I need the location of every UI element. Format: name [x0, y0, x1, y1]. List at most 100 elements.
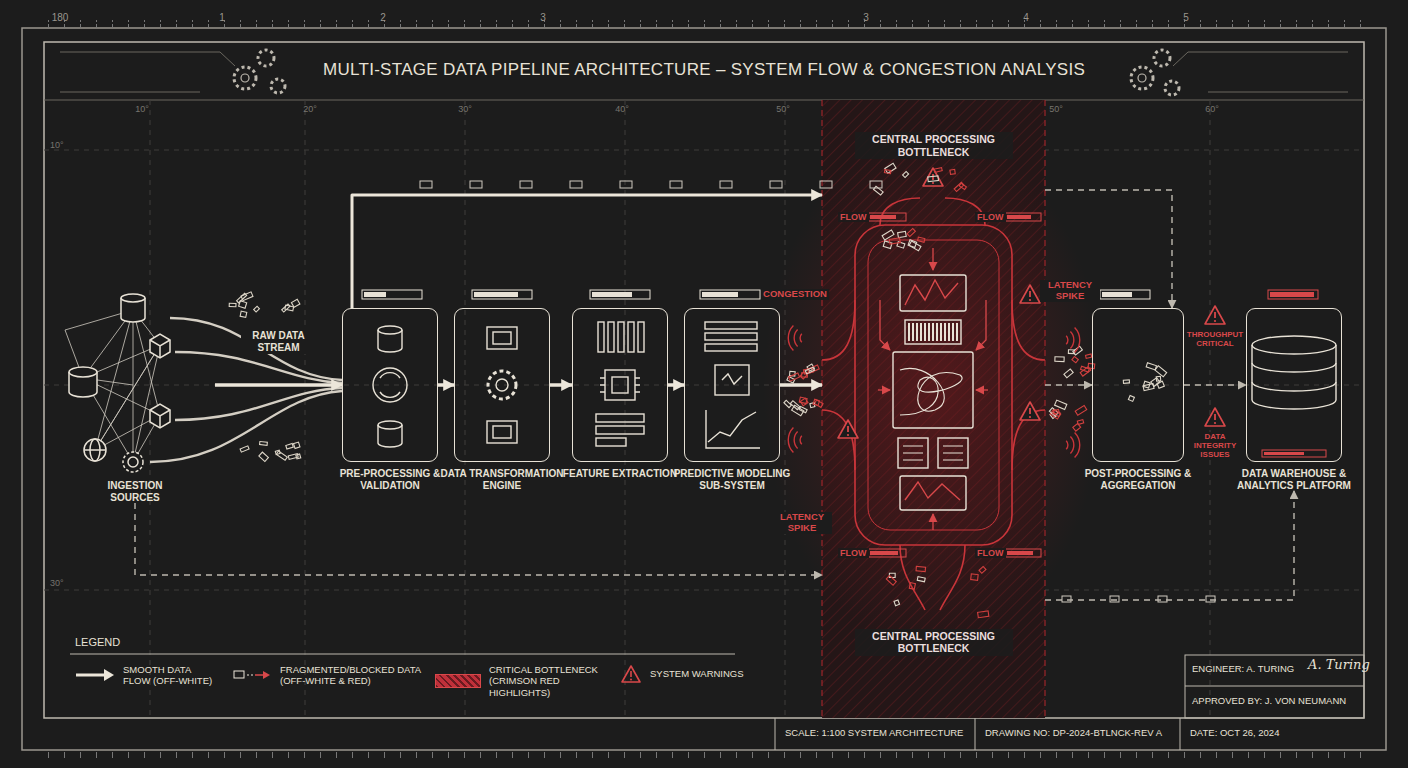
data-fragment	[950, 169, 955, 174]
data-fragment	[883, 241, 892, 249]
grid-coordinate: 60°	[1205, 104, 1219, 114]
data-fragment	[928, 176, 939, 182]
data-packet	[470, 181, 482, 188]
warning-label: THROUGHPUT CRITICAL	[1184, 330, 1246, 348]
data-fragment	[934, 168, 942, 173]
data-fragment	[898, 231, 907, 237]
process-stage: FEATURE EXTRACTION	[572, 308, 668, 480]
grid-coordinate: 20°	[303, 104, 317, 114]
data-fragment	[804, 368, 814, 374]
data-packet	[670, 181, 682, 188]
zone-heading: CENTRAL PROCESSING BOTTLENECK	[855, 629, 1013, 656]
data-fragment	[1143, 381, 1150, 388]
data-fragment	[1075, 405, 1087, 415]
data-fragment	[799, 407, 807, 413]
process-stage: PRE-PROCESSING & VALIDATION	[342, 308, 438, 491]
grid-coordinate: 10°	[135, 104, 149, 114]
data-fragment	[286, 444, 293, 449]
data-packet	[420, 181, 432, 188]
data-fragment	[908, 240, 917, 248]
signal-arc	[1066, 441, 1068, 449]
legend-sample	[75, 665, 115, 685]
data-fragment	[1055, 357, 1064, 362]
data-packet	[870, 181, 882, 188]
flow-label: FLOW	[838, 212, 869, 222]
data-fragment	[810, 403, 815, 408]
data-fragment	[789, 373, 800, 381]
stage-label: FEATURE EXTRACTION	[558, 468, 682, 480]
data-fragment	[291, 299, 300, 307]
data-fragment	[884, 170, 891, 174]
grid-coordinate: 50°	[776, 104, 790, 114]
signal-arc	[1070, 332, 1073, 349]
signal-arc	[1066, 336, 1068, 344]
data-flow	[438, 383, 454, 387]
flow-label: FLOW	[838, 548, 869, 558]
data-fragment	[229, 303, 236, 307]
source-cluster: INGESTION SOURCES	[55, 282, 215, 503]
data-fragment	[1053, 410, 1061, 417]
data-fragment	[260, 442, 268, 446]
data-fragment	[800, 398, 808, 405]
data-fragment	[916, 566, 926, 571]
process-box	[1092, 308, 1184, 462]
ruler-number: 3	[540, 12, 546, 24]
data-fragment	[282, 304, 290, 312]
signal-arc	[1075, 327, 1080, 352]
data-fragment	[1050, 409, 1061, 419]
warning-label: DATA INTEGRITY ISSUES	[1184, 432, 1246, 460]
data-flow	[352, 195, 822, 308]
scale-note: SCALE: 1:100 SYSTEM ARCHITECTURE	[785, 728, 963, 739]
engineer-name: ENGINEER: A. TURING	[1192, 664, 1294, 675]
data-fragment	[1146, 363, 1156, 370]
drawing-number: DRAWING NO: DP-2024-BTLNCK-REV A	[985, 728, 1162, 739]
signal-arc	[788, 325, 793, 350]
grid-coordinate: 10°	[50, 140, 64, 150]
flow-label: FLOW	[975, 548, 1006, 558]
data-fragment	[294, 442, 300, 448]
legend-text: FRAGMENTED/BLOCKED DATA (OFF-WHITE & RED…	[280, 664, 430, 687]
stage-label: PREDICTIVE MODELING SUB-SYSTEM	[670, 468, 794, 491]
data-fragment	[1156, 376, 1161, 381]
signal-arc	[794, 330, 797, 347]
grid-coordinate: 30°	[50, 578, 64, 588]
process-stage: PREDICTIVE MODELING SUB-SYSTEM	[684, 308, 780, 491]
ruler-number: 3	[863, 12, 869, 24]
data-fragment	[1072, 357, 1078, 363]
data-fragment	[909, 583, 915, 590]
data-fragment	[886, 576, 896, 586]
legend-text: SYSTEM WARNINGS	[650, 668, 744, 679]
process-stage: POST-PROCESSING & AGGREGATION	[1092, 308, 1184, 491]
legend-item: FRAGMENTED/BLOCKED DATA (OFF-WHITE & RED…	[232, 664, 430, 687]
fragmented-flow	[1184, 384, 1246, 385]
process-box	[572, 308, 668, 462]
data-fragment	[1151, 378, 1160, 387]
warning-label: LATENCY SPIKE	[772, 512, 832, 534]
diagram-title: MULTI-STAGE DATA PIPELINE ARCHITECTURE –…	[0, 60, 1408, 80]
data-fragment	[1086, 354, 1092, 358]
stage-label: INGESTION SOURCES	[90, 480, 180, 503]
data-fragment	[959, 183, 966, 189]
signature: A. Turing	[1308, 658, 1370, 673]
data-flow	[550, 383, 572, 387]
grid-coordinate: 30°	[458, 104, 472, 114]
data-packet	[520, 181, 532, 188]
data-fragment	[907, 228, 915, 236]
data-fragment	[1064, 369, 1073, 378]
data-fragment	[259, 452, 269, 461]
data-packet	[1062, 596, 1071, 602]
flow-label: FLOW	[975, 212, 1006, 222]
legend-swatch	[435, 674, 481, 688]
data-fragment	[917, 577, 925, 582]
process-box	[684, 308, 780, 462]
process-box	[1246, 308, 1342, 462]
legend-item: CRITICAL BOTTLENECK (CRIMSON RED HIGHLIG…	[435, 664, 619, 698]
data-packet	[1110, 596, 1119, 602]
icon-area	[55, 282, 215, 474]
ruler-number: 4	[1023, 12, 1029, 24]
stage-label: PRE-PROCESSING & VALIDATION	[328, 468, 452, 491]
data-fragment	[979, 566, 986, 573]
approver-name: APPROVED BY: J. VON NEUMANN	[1192, 696, 1346, 707]
